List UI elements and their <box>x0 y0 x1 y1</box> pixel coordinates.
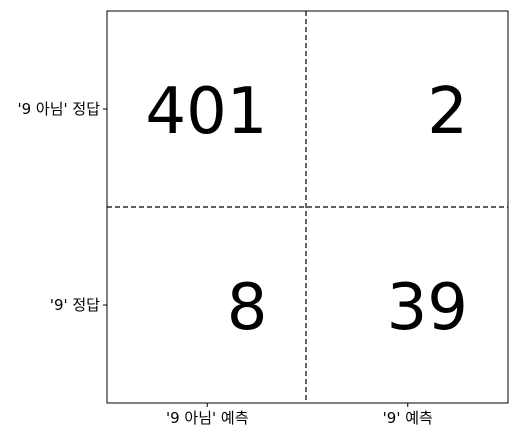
x-tick-label-1: '9' 예측 <box>383 409 433 427</box>
y-tick-label-0: '9 아님' 정답 <box>17 100 100 118</box>
cell-value-r1-c1: 39 <box>387 271 468 345</box>
x-tick-label-0: '9 아님' 예측 <box>166 409 249 427</box>
y-tick-label-1: '9' 정답 <box>50 296 100 314</box>
cell-value-r0-c0: 401 <box>145 75 267 149</box>
cell-value-r0-c1: 2 <box>427 75 468 149</box>
cell-value-r1-c0: 8 <box>227 271 268 345</box>
